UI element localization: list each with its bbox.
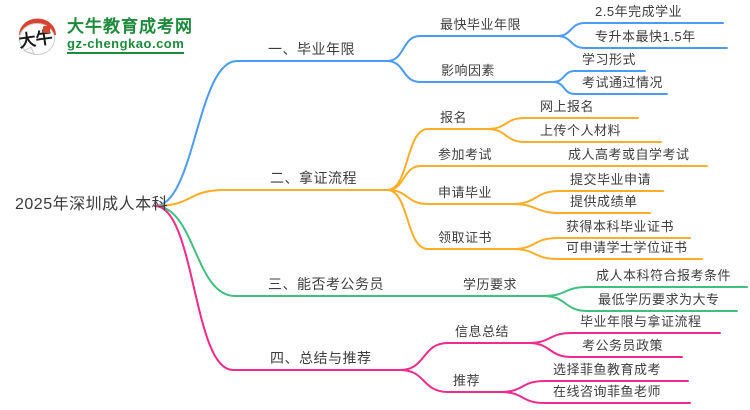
mindmap-node-branches-2[interactable]: 三、能否考公务员 <box>268 276 384 292</box>
mindmap-node-branches-2-children-0-children-0[interactable]: 成人本科符合报考条件 <box>596 268 732 283</box>
branch-connector <box>399 369 449 393</box>
branch-connector <box>154 60 238 207</box>
mindmap-node-branches-1-children-0[interactable]: 报名 <box>440 110 468 125</box>
mindmap-node-branches-1-children-3-children-0[interactable]: 获得本科毕业证书 <box>566 219 675 234</box>
mindmap-node-branches-0-children-0-children-1[interactable]: 专升本最快1.5年 <box>595 29 696 44</box>
mindmap-node-branches-0-children-1[interactable]: 影响因素 <box>441 63 496 78</box>
mindmap-node-branches-3-children-1[interactable]: 推荐 <box>453 373 481 388</box>
mindmap-node-branches-3[interactable]: 四、总结与推荐 <box>270 350 372 366</box>
branch-connector <box>556 35 586 49</box>
mindmap-node-branches-1-children-0-children-0[interactable]: 网上报名 <box>540 99 595 114</box>
branch-connector <box>154 189 226 207</box>
branch-connector <box>386 35 421 62</box>
mindmap-node-branches-3-children-0-children-0[interactable]: 毕业年限与拿证流程 <box>580 314 702 329</box>
mindmap-node-branches-3-children-0-children-1[interactable]: 考公务员政策 <box>582 338 664 353</box>
mindmap-node-branches-0-children-1-children-1[interactable]: 考试通过情况 <box>582 75 664 90</box>
mindmap-node-branches-1-children-1-children-0[interactable]: 成人高考或自学考试 <box>568 147 690 162</box>
branch-connector <box>499 391 546 404</box>
mindmap-node-branches-0[interactable]: 一、毕业年限 <box>268 41 355 57</box>
branch-connector <box>154 205 234 371</box>
mindmap-node-branches-3-children-0[interactable]: 信息总结 <box>455 324 510 339</box>
branch-connector <box>552 81 576 95</box>
mindmap-node-branches-1-children-0-children-1[interactable]: 上传个人材料 <box>540 123 622 138</box>
mindmap-node-branches-3-children-1-children-0[interactable]: 选择菲鱼教育成考 <box>553 362 662 377</box>
mindmap-node-branches-3-children-1-children-1[interactable]: 在线咨询菲鱼老师 <box>553 384 662 399</box>
branch-connector <box>154 205 236 297</box>
mindmap-root-node[interactable]: 2025年深圳成人本科 <box>15 196 169 213</box>
mindmap-node-branches-1-children-2-children-1[interactable]: 提供成绩单 <box>570 194 638 209</box>
mindmap-node-branches-1-children-2[interactable]: 申请毕业 <box>438 185 493 200</box>
branch-connector <box>486 128 526 143</box>
mindmap-node-branches-2-children-0-children-1[interactable]: 最低学历要求为大专 <box>598 292 720 307</box>
mindmap-node-branches-1-children-2-children-0[interactable]: 提交毕业申请 <box>570 172 652 187</box>
mindmap-node-branches-1-children-3[interactable]: 领取证书 <box>438 230 493 245</box>
branch-connector <box>511 203 561 214</box>
branch-connector <box>386 189 429 250</box>
mindmap-node-branches-1-children-1[interactable]: 参加考试 <box>438 147 493 162</box>
branch-connector <box>527 342 573 358</box>
branch-connector <box>511 248 559 260</box>
daniu-seal-icon: 大牛 <box>17 18 56 55</box>
brand-domain: gz-chengkao.com <box>67 36 185 55</box>
mindmap-node-branches-0-children-1-children-0[interactable]: 学习形式 <box>582 52 637 67</box>
branch-connector <box>386 60 421 83</box>
brand-logo: 大牛 大牛教育成考网 gz-chengkao.com <box>14 14 193 58</box>
branch-connector <box>399 342 449 371</box>
branch-connector <box>542 295 589 312</box>
mindmap-node-branches-1-children-3-children-1[interactable]: 可申请学士学位证书 <box>566 240 688 255</box>
brand-name: 大牛教育成考网 <box>67 16 193 36</box>
mindmap-node-branches-0-children-0-children-0[interactable]: 2.5年完成学业 <box>595 4 683 19</box>
mindmap-node-branches-0-children-0[interactable]: 最快毕业年限 <box>440 17 522 32</box>
mindmap-node-branches-1[interactable]: 二、拿证流程 <box>270 170 357 186</box>
mindmap-node-branches-2-children-0[interactable]: 学历要求 <box>463 277 518 292</box>
